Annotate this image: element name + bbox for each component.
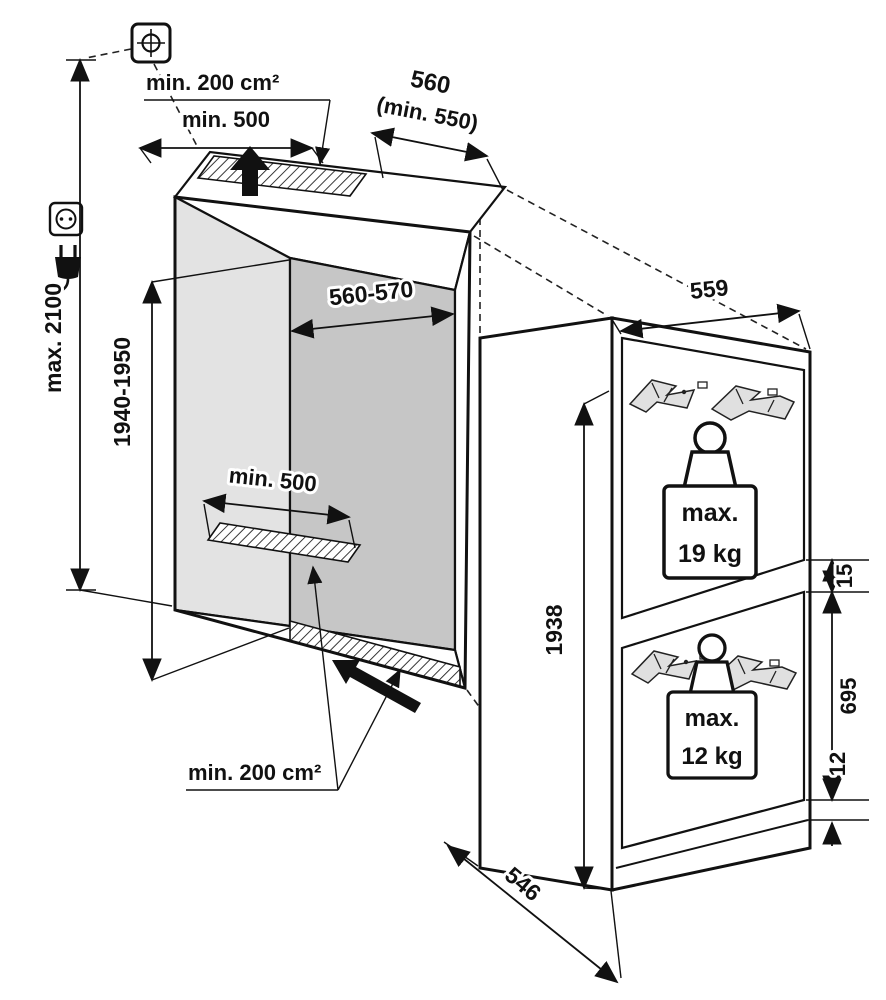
plinth-line [615,819,809,869]
weight-icon-knob [697,633,727,663]
depth-min-label: (min. 550) [375,92,481,136]
upper-door-hinges [628,379,796,421]
lower-door-weight-prefix: max. [685,705,740,732]
leader-floor-vent [307,565,339,791]
dim-line-interior-width [290,306,455,339]
weight-icon-body [666,690,758,780]
appliance-width-label: 559 [689,274,730,304]
leader-bottom-vent [337,668,401,791]
power-outlet-symbol [48,201,84,237]
airflow-arrow-in [332,660,421,713]
appliance-side-panel [478,316,614,892]
airflow-arrow-up [230,146,270,196]
lower-door-weight: max. 12 kg [666,633,758,780]
hinge-bracket [628,379,696,413]
depth-label: 560 [408,66,452,100]
upper-door-weight: max. 19 kg [662,421,758,580]
appliance-height-label: 1938 [541,604,567,655]
lower-door-height-label: 695 [836,678,861,715]
weight-icon-shoulder [687,660,737,696]
hinge-screw [681,389,687,395]
dim-line-depth [370,127,489,162]
max-height-label: max. 2100 [40,283,66,393]
hinge-bracket [712,655,798,691]
niche-height-label: 1940-1950 [109,337,135,447]
niche-left-wall [173,195,292,628]
appliance-drawing: max. 19 kg max. 12 kg [478,316,812,892]
plug-cable [52,278,70,299]
hinge-screw [683,659,689,665]
weight-icon-shoulder [681,450,739,490]
bottom-vent-area-label: min. 200 cm² [188,760,321,785]
dim-line-appliance-width [619,303,801,339]
top-gap-label: 15 [832,564,857,588]
niche-drawing [172,146,508,713]
lower-door-weight-value: 12 kg [681,743,742,770]
weight-icon-body [662,484,758,580]
projection-line-top-front [473,235,609,317]
hinge-screw-plate [767,388,778,396]
bottom-gap-label: 12 [825,752,850,776]
leader-top-vent [315,99,331,166]
fixing-screw-symbol [85,22,198,147]
socket-icon [55,208,77,230]
hinge-screw-plate [769,659,780,667]
dim-line-floor-vent-width [202,493,351,525]
hinge-bracket [710,385,796,421]
niche-floor-vent-hatch [206,522,362,563]
upper-door-weight-prefix: max. [682,499,739,527]
top-vent-width-label: min. 500 [182,107,270,132]
upper-door-weight-value: 19 kg [678,540,742,568]
hinge-screw-plate [697,381,708,389]
weight-icon-knob [693,421,727,455]
dim-line-appliance-depth [446,844,619,984]
top-vent-area-label: min. 200 cm² [146,70,279,95]
lower-door-hinges [630,650,798,691]
plug-body-icon [55,257,81,279]
niche-front-frame [173,195,472,690]
